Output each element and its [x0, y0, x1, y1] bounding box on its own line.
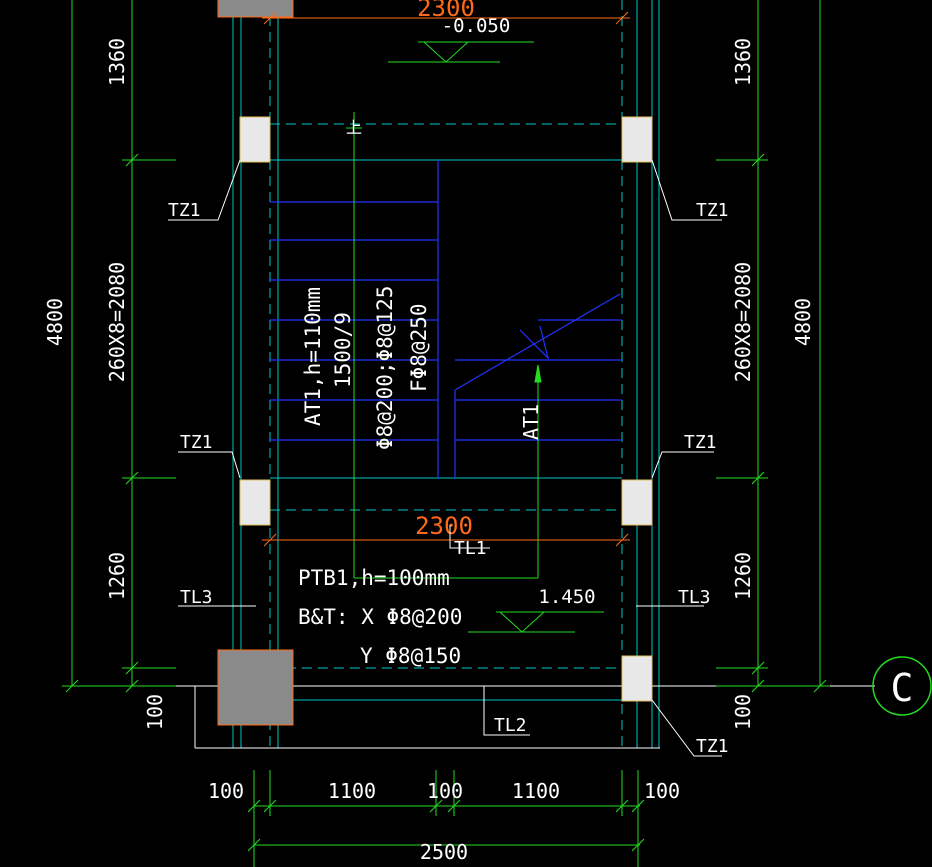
left-dimension-lines [62, 0, 176, 693]
dim-left-total: 4800 [43, 298, 67, 346]
stair-spec-line4: FΦ8@250 [407, 303, 431, 392]
column-tz1-ml [239, 479, 271, 526]
stair-spec-line1: AT1,h=110mm [301, 287, 325, 426]
stair-spec: AT1,h=110mm 1500/9 Φ8@200;Φ8@125 FΦ8@250 [301, 286, 431, 450]
orange-dimension-mid [262, 533, 630, 547]
slab-spec-line2: B&T: X Φ8@200 [298, 605, 462, 629]
level-marker-landing [468, 611, 604, 633]
slab-spec-line3: Y Φ8@150 [360, 644, 461, 668]
level-landing: 1.450 [538, 586, 595, 608]
dim-bottom-1100b: 1100 [512, 779, 560, 803]
label-stair-arrow: AT1 [519, 404, 543, 440]
level-top: -0.050 [442, 15, 511, 37]
slab-spec-line1: PTB1,h=100mm [298, 566, 450, 590]
dim-orange-top: 2300 [417, 0, 475, 22]
label-tl3-left: TL3 [180, 587, 213, 608]
dim-left-1360: 1360 [105, 38, 129, 86]
dim-right-1360: 1360 [731, 38, 755, 86]
dim-right-steps: 260X8=2080 [731, 262, 755, 382]
level-marker-top [388, 41, 534, 63]
stair-spec-line3: Φ8@200;Φ8@125 [373, 286, 397, 450]
label-tl1: TL1 [454, 538, 487, 559]
dim-left-steps: 260X8=2080 [105, 262, 129, 382]
hidden-beam-lines [269, 0, 623, 750]
dim-orange-mid: 2300 [415, 512, 473, 540]
label-tz1-ur: TZ1 [696, 200, 729, 221]
label-tl2: TL2 [494, 715, 527, 736]
dim-bottom-100c: 100 [644, 779, 680, 803]
up-mark: 上 [346, 118, 362, 137]
axis-label: C [891, 666, 914, 710]
dim-bottom-total: 2500 [420, 840, 468, 864]
stair-arrow-up [346, 112, 542, 579]
column-tz1-ul [239, 116, 271, 163]
slab-spec: PTB1,h=100mm B&T: X Φ8@200 Y Φ8@150 [298, 566, 462, 668]
column-top [217, 0, 294, 18]
column-bottom-left [217, 649, 294, 726]
dim-left-100: 100 [143, 694, 167, 730]
bottom-dimension-lines [247, 770, 645, 867]
stair-spec-line2: 1500/9 [331, 312, 355, 388]
columns [217, 0, 653, 726]
label-tz1-ml: TZ1 [180, 432, 213, 453]
label-tz1-br: TZ1 [696, 736, 729, 757]
column-tz1-br [621, 655, 653, 702]
dim-right-100: 100 [731, 694, 755, 730]
dim-bottom-100b: 100 [427, 779, 463, 803]
column-tz1-ur [621, 116, 653, 163]
label-tz1-ul: TZ1 [168, 200, 201, 221]
axis-bubble-c: C [872, 656, 932, 716]
right-dimension-lines [716, 0, 830, 693]
dim-bottom-1100a: 1100 [328, 779, 376, 803]
leader-lines [168, 159, 722, 757]
dim-bottom-100a: 100 [208, 779, 244, 803]
dim-left-1260: 1260 [105, 552, 129, 600]
column-tz1-mr [621, 479, 653, 526]
dim-right-1260: 1260 [731, 552, 755, 600]
label-tl3-right: TL3 [678, 587, 711, 608]
label-tz1-mr: TZ1 [684, 432, 717, 453]
orange-dimension-top [262, 11, 630, 25]
dim-right-total: 4800 [791, 298, 815, 346]
